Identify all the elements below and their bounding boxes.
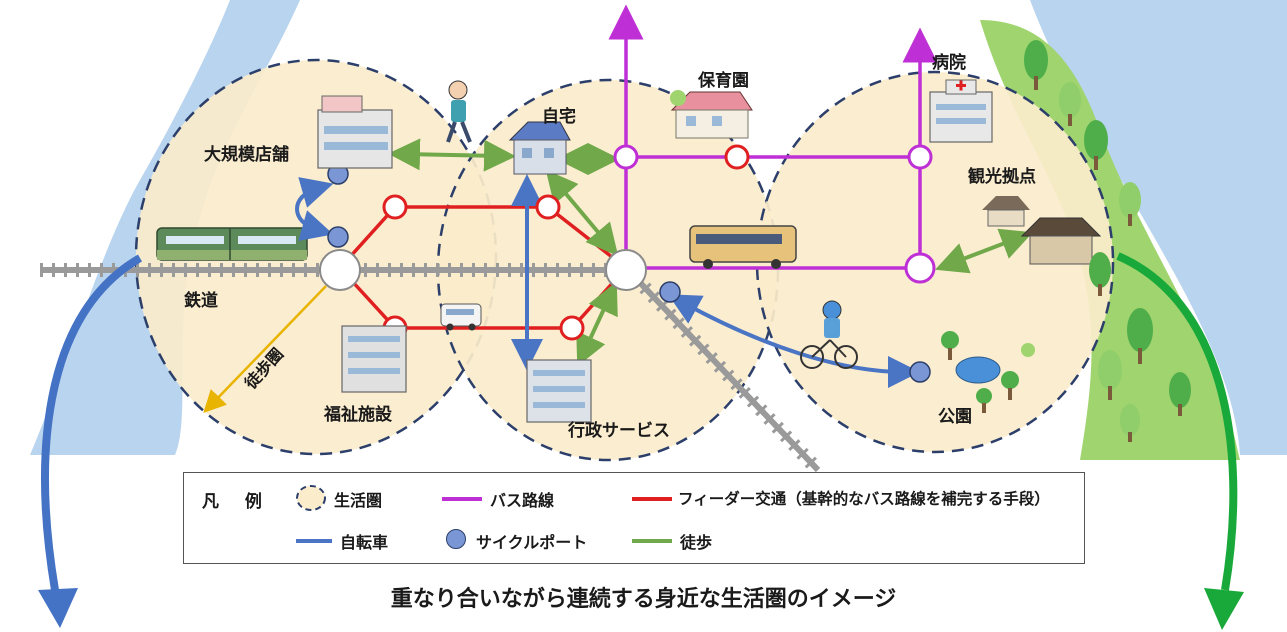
- station-left: [319, 249, 361, 291]
- continuity-arrow-right: [1116, 252, 1238, 591]
- train-icon: [156, 227, 308, 261]
- feeder-stop: [382, 194, 408, 220]
- river-right: [1030, 0, 1287, 455]
- feeder-stop: [559, 315, 585, 341]
- legend-title: 凡 例: [202, 492, 272, 512]
- label-nursery: 保育園: [697, 70, 749, 91]
- cycle-ports: [327, 163, 931, 383]
- bus-stop: [613, 144, 639, 170]
- feeder-swatch: [632, 497, 672, 501]
- bus-stop: [904, 252, 936, 284]
- legend-feeder: フィーダー交通（基幹的なバス路線を補完する手段）: [678, 490, 1050, 508]
- hospital-icon: [929, 79, 993, 143]
- cycle-port: [909, 361, 931, 383]
- feeder-stop: [535, 194, 561, 220]
- bus-route-swatch: [442, 497, 482, 501]
- label-large-store: 大規模店舗: [204, 144, 289, 165]
- label-tourism: 観光拠点: [968, 166, 1036, 187]
- welfare-icon: [341, 325, 407, 393]
- home-icon: [508, 121, 571, 175]
- park-icon: [941, 331, 1035, 413]
- continuity-arrowhead-right: [1204, 588, 1244, 630]
- label-home: 自宅: [542, 106, 576, 127]
- label-admin: 行政サービス: [567, 420, 670, 441]
- nursery-icon: [670, 90, 753, 139]
- cyclist-icon: [800, 300, 858, 369]
- label-park: 公園: [938, 407, 972, 427]
- walk-radius-arrow: [203, 285, 327, 413]
- continuity-arrow-left: [41, 254, 143, 591]
- cycle-port-swatch: [446, 529, 466, 549]
- bus-stop: [907, 144, 933, 170]
- walk-swatch: [632, 539, 672, 543]
- bicycle-swatch: [296, 539, 332, 543]
- legend-bicycle: 自転車: [340, 533, 389, 552]
- bus-stop: [724, 144, 750, 170]
- van-icon: [440, 303, 482, 331]
- bicycle-paths: [295, 174, 920, 388]
- living-area-swatch: [296, 485, 326, 511]
- tourism-icon: [982, 196, 1102, 265]
- label-welfare: 福祉施設: [323, 404, 393, 425]
- caption: 重なり合いながら連続する身近な生活圏のイメージ: [390, 587, 897, 612]
- label-hospital: 病院: [932, 52, 966, 73]
- forest-trees: [1024, 40, 1191, 442]
- legend: 凡 例 生活圏 バス路線 フィーダー交通（基幹的なバス路線を補完する手段） 自転…: [183, 472, 1085, 564]
- label-railway: 鉄道: [184, 290, 218, 311]
- bus-icon: [689, 225, 797, 269]
- legend-walk: 徒歩: [680, 533, 713, 552]
- admin-building-icon: [526, 359, 592, 423]
- large-store-icon: [317, 95, 393, 169]
- legend-cycle-port: サイクルポート: [476, 533, 588, 552]
- pedestrian-icon: [446, 80, 472, 143]
- legend-bus-route: バス路線: [490, 491, 555, 510]
- cycle-port: [659, 281, 681, 303]
- continuity-arrowhead-left: [38, 588, 78, 628]
- station-center: [605, 249, 647, 291]
- legend-living-area: 生活圏: [334, 491, 383, 510]
- walk-paths: [388, 138, 1033, 367]
- cycle-port: [327, 226, 349, 248]
